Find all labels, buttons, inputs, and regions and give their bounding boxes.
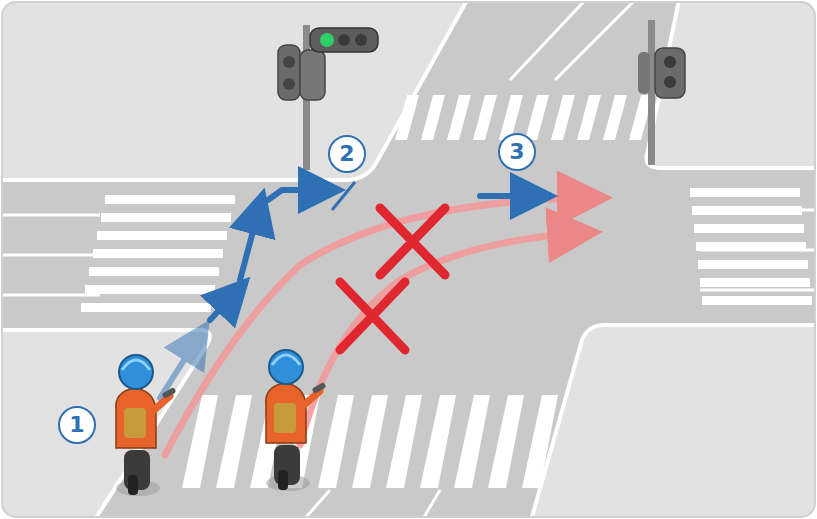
crosswalk-stripe: [105, 195, 235, 204]
callout-number: 3: [498, 133, 536, 171]
crosswalk-stripe: [85, 285, 215, 294]
crosswalk-stripe: [603, 95, 627, 140]
crosswalk-stripe: [694, 224, 804, 233]
crosswalk-stripe: [473, 95, 497, 140]
crosswalk-stripe: [700, 278, 810, 287]
crosswalk-stripe: [318, 395, 354, 488]
crosswalk-stripe: [696, 242, 806, 251]
crosswalk-stripe: [93, 249, 223, 258]
crosswalk-stripe: [488, 395, 524, 488]
moped-rider: [266, 350, 327, 491]
crosswalk-stripe: [551, 95, 575, 140]
crosswalks: [81, 95, 812, 488]
crosswalk-stripe: [447, 95, 471, 140]
crosswalk-stripe: [97, 231, 227, 240]
crosswalk-stripe: [81, 303, 211, 312]
crosswalk-stripe: [577, 95, 601, 140]
crosswalk-stripe: [698, 260, 808, 269]
crosswalk-stripe: [454, 395, 490, 488]
moped-rider: [116, 355, 177, 496]
forbidden-paths: [165, 198, 592, 455]
stop-mark: [332, 182, 355, 210]
crosswalk-stripe: [525, 95, 549, 140]
crosswalk-stripe: [89, 267, 219, 276]
crosswalk-stripe: [690, 188, 800, 197]
crosswalk-stripe: [101, 213, 231, 222]
crosswalk-stripe: [216, 395, 252, 488]
crosswalk-stripe: [386, 395, 422, 488]
cross-marks: [340, 208, 445, 350]
crosswalk-stripe: [522, 395, 558, 488]
callout-number: 2: [328, 135, 366, 173]
crosswalk-stripe: [702, 296, 812, 305]
crosswalk-stripe: [420, 395, 456, 488]
crosswalk-stripe: [352, 395, 388, 488]
crosswalk-stripe: [692, 206, 802, 215]
two-stage-path: [160, 190, 540, 398]
callout-number: 1: [58, 406, 96, 444]
crosswalk-stripe: [395, 95, 419, 140]
crosswalk-stripe: [421, 95, 445, 140]
